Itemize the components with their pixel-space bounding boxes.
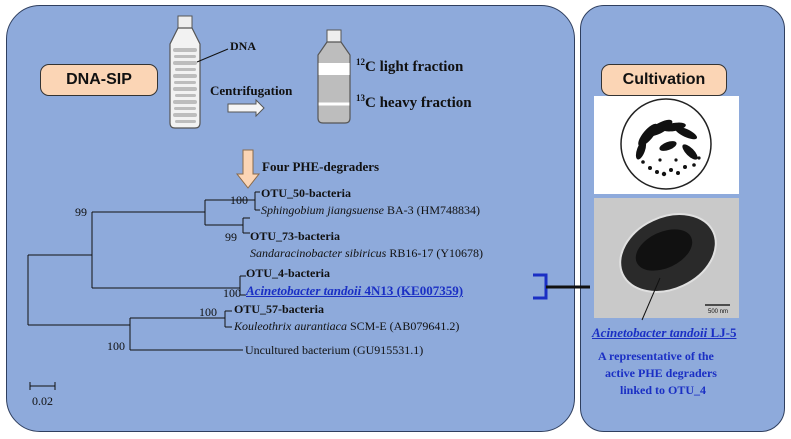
bacterium-cell-icon	[619, 213, 730, 321]
cultivation-badge: Cultivation	[601, 64, 727, 96]
heavy-fraction-label: 13C heavy fraction	[356, 93, 472, 111]
bootstrap-value: 100	[230, 193, 248, 207]
strain-label-link[interactable]: Acinetobacter tandoii LJ-5	[592, 325, 737, 340]
bootstrap-value: 99	[225, 230, 237, 244]
phylogenetic-tree	[27, 191, 260, 390]
bootstrap-value: 100	[223, 286, 241, 300]
micrograph-scale-label: 500 nm	[708, 309, 729, 315]
caption-line-3: linked to OTU_4	[620, 383, 707, 397]
centrifugation-label: Centrifugation	[210, 83, 293, 98]
four-degraders-label: Four PHE-degraders	[262, 159, 380, 174]
otu57-label: OTU_57-bacteria	[234, 302, 324, 316]
colony-plate-icon	[620, 98, 712, 190]
bootstrap-value: 100	[199, 305, 217, 319]
dna-tube-icon	[169, 15, 201, 129]
dna-label: DNA	[230, 39, 256, 53]
otu50-label: OTU_50-bacteria	[261, 186, 351, 200]
centrifugation-arrow-icon	[227, 98, 265, 118]
caption-line-1: A representative of the	[598, 349, 714, 363]
otu50-reference: Sphingobium jiangsuense BA-3 (HM748834)	[261, 203, 480, 217]
otu73-reference: Sandaracinobacter sibiricus RB16-17 (Y10…	[250, 246, 483, 260]
otu4-label: OTU_4-bacteria	[246, 266, 330, 280]
dna-sip-badge: DNA-SIP	[40, 64, 158, 96]
bootstrap-value: 99	[75, 205, 87, 219]
down-arrow-icon	[235, 149, 261, 189]
fractionated-tube-icon	[317, 29, 351, 124]
caption-line-2: active PHE degraders	[605, 366, 717, 380]
scale-bar-label: 0.02	[32, 394, 53, 408]
otu57-reference: Kouleothrix aurantiaca SCM-E (AB079641.2…	[234, 319, 460, 333]
bootstrap-value: 100	[107, 339, 125, 353]
uncultured-label: Uncultured bacterium (GU915531.1)	[245, 343, 424, 357]
otu4-reference-link[interactable]: Acinetobacter tandoii 4N13 (KE007359)	[246, 283, 464, 298]
otu73-label: OTU_73-bacteria	[250, 229, 340, 243]
otu4-highlight-bracket	[533, 273, 548, 300]
light-fraction-label: 12C light fraction	[356, 57, 464, 75]
